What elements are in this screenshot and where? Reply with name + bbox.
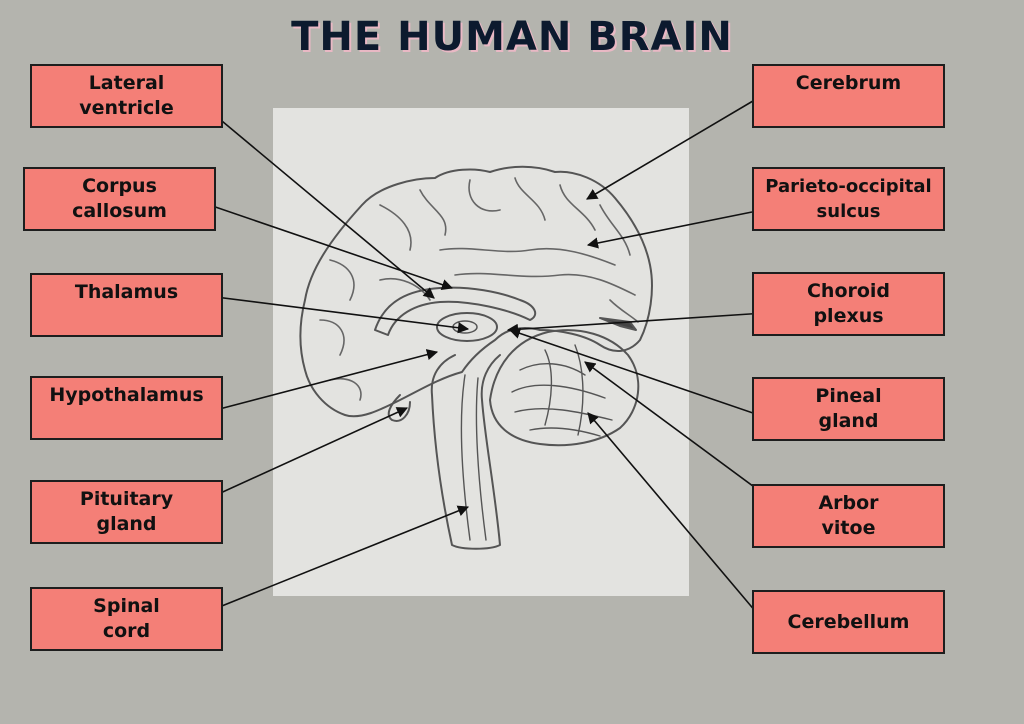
label-corpus-callosum: Corpus callosum — [23, 167, 216, 231]
label-lateral-ventricle: Lateral ventricle — [30, 64, 223, 128]
pointer-pineal-gland — [508, 327, 789, 426]
brain-drawing-photo — [273, 108, 689, 596]
arbor-vitae-lines — [511, 344, 613, 437]
pointer-lateral-ventricle — [191, 95, 435, 299]
label-parieto-occipital-sulcus: Parieto-occipital sulcus — [752, 167, 945, 231]
thalamus-shape — [436, 312, 498, 342]
pointer-cerebellum — [587, 412, 757, 613]
pituitary-shape — [387, 394, 411, 422]
pointer-spinal-cord — [191, 505, 470, 619]
pointer-choroid-plexus — [506, 311, 781, 335]
label-cerebrum: Cerebrum — [752, 64, 945, 128]
label-cerebellum: Cerebellum — [752, 590, 945, 654]
pointer-corpus-callosum — [191, 198, 454, 291]
pointer-pituitary-gland — [191, 407, 409, 507]
label-spinal-cord: Spinal cord — [30, 587, 223, 651]
label-hypothalamus: Hypothalamus — [30, 376, 223, 440]
label-choroid-plexus: Choroid plexus — [752, 272, 945, 336]
brainstem-shape — [430, 354, 501, 550]
label-pineal-gland: Pineal gland — [752, 377, 945, 441]
pointer-thalamus — [191, 293, 470, 334]
label-arbor-vitoe: Arbor vitoe — [752, 484, 945, 548]
cerebrum-outline — [299, 165, 653, 418]
pointer-hypothalamus — [207, 349, 439, 413]
pointer-cerebrum — [586, 97, 759, 200]
label-pituitary-gland: Pituitary gland — [30, 480, 223, 544]
page-title: THE HUMAN BRAIN — [291, 14, 733, 60]
label-thalamus: Thalamus — [30, 273, 223, 337]
gyri-lines — [319, 177, 639, 401]
pointer-parieto-occipital-sulcus — [586, 211, 753, 249]
